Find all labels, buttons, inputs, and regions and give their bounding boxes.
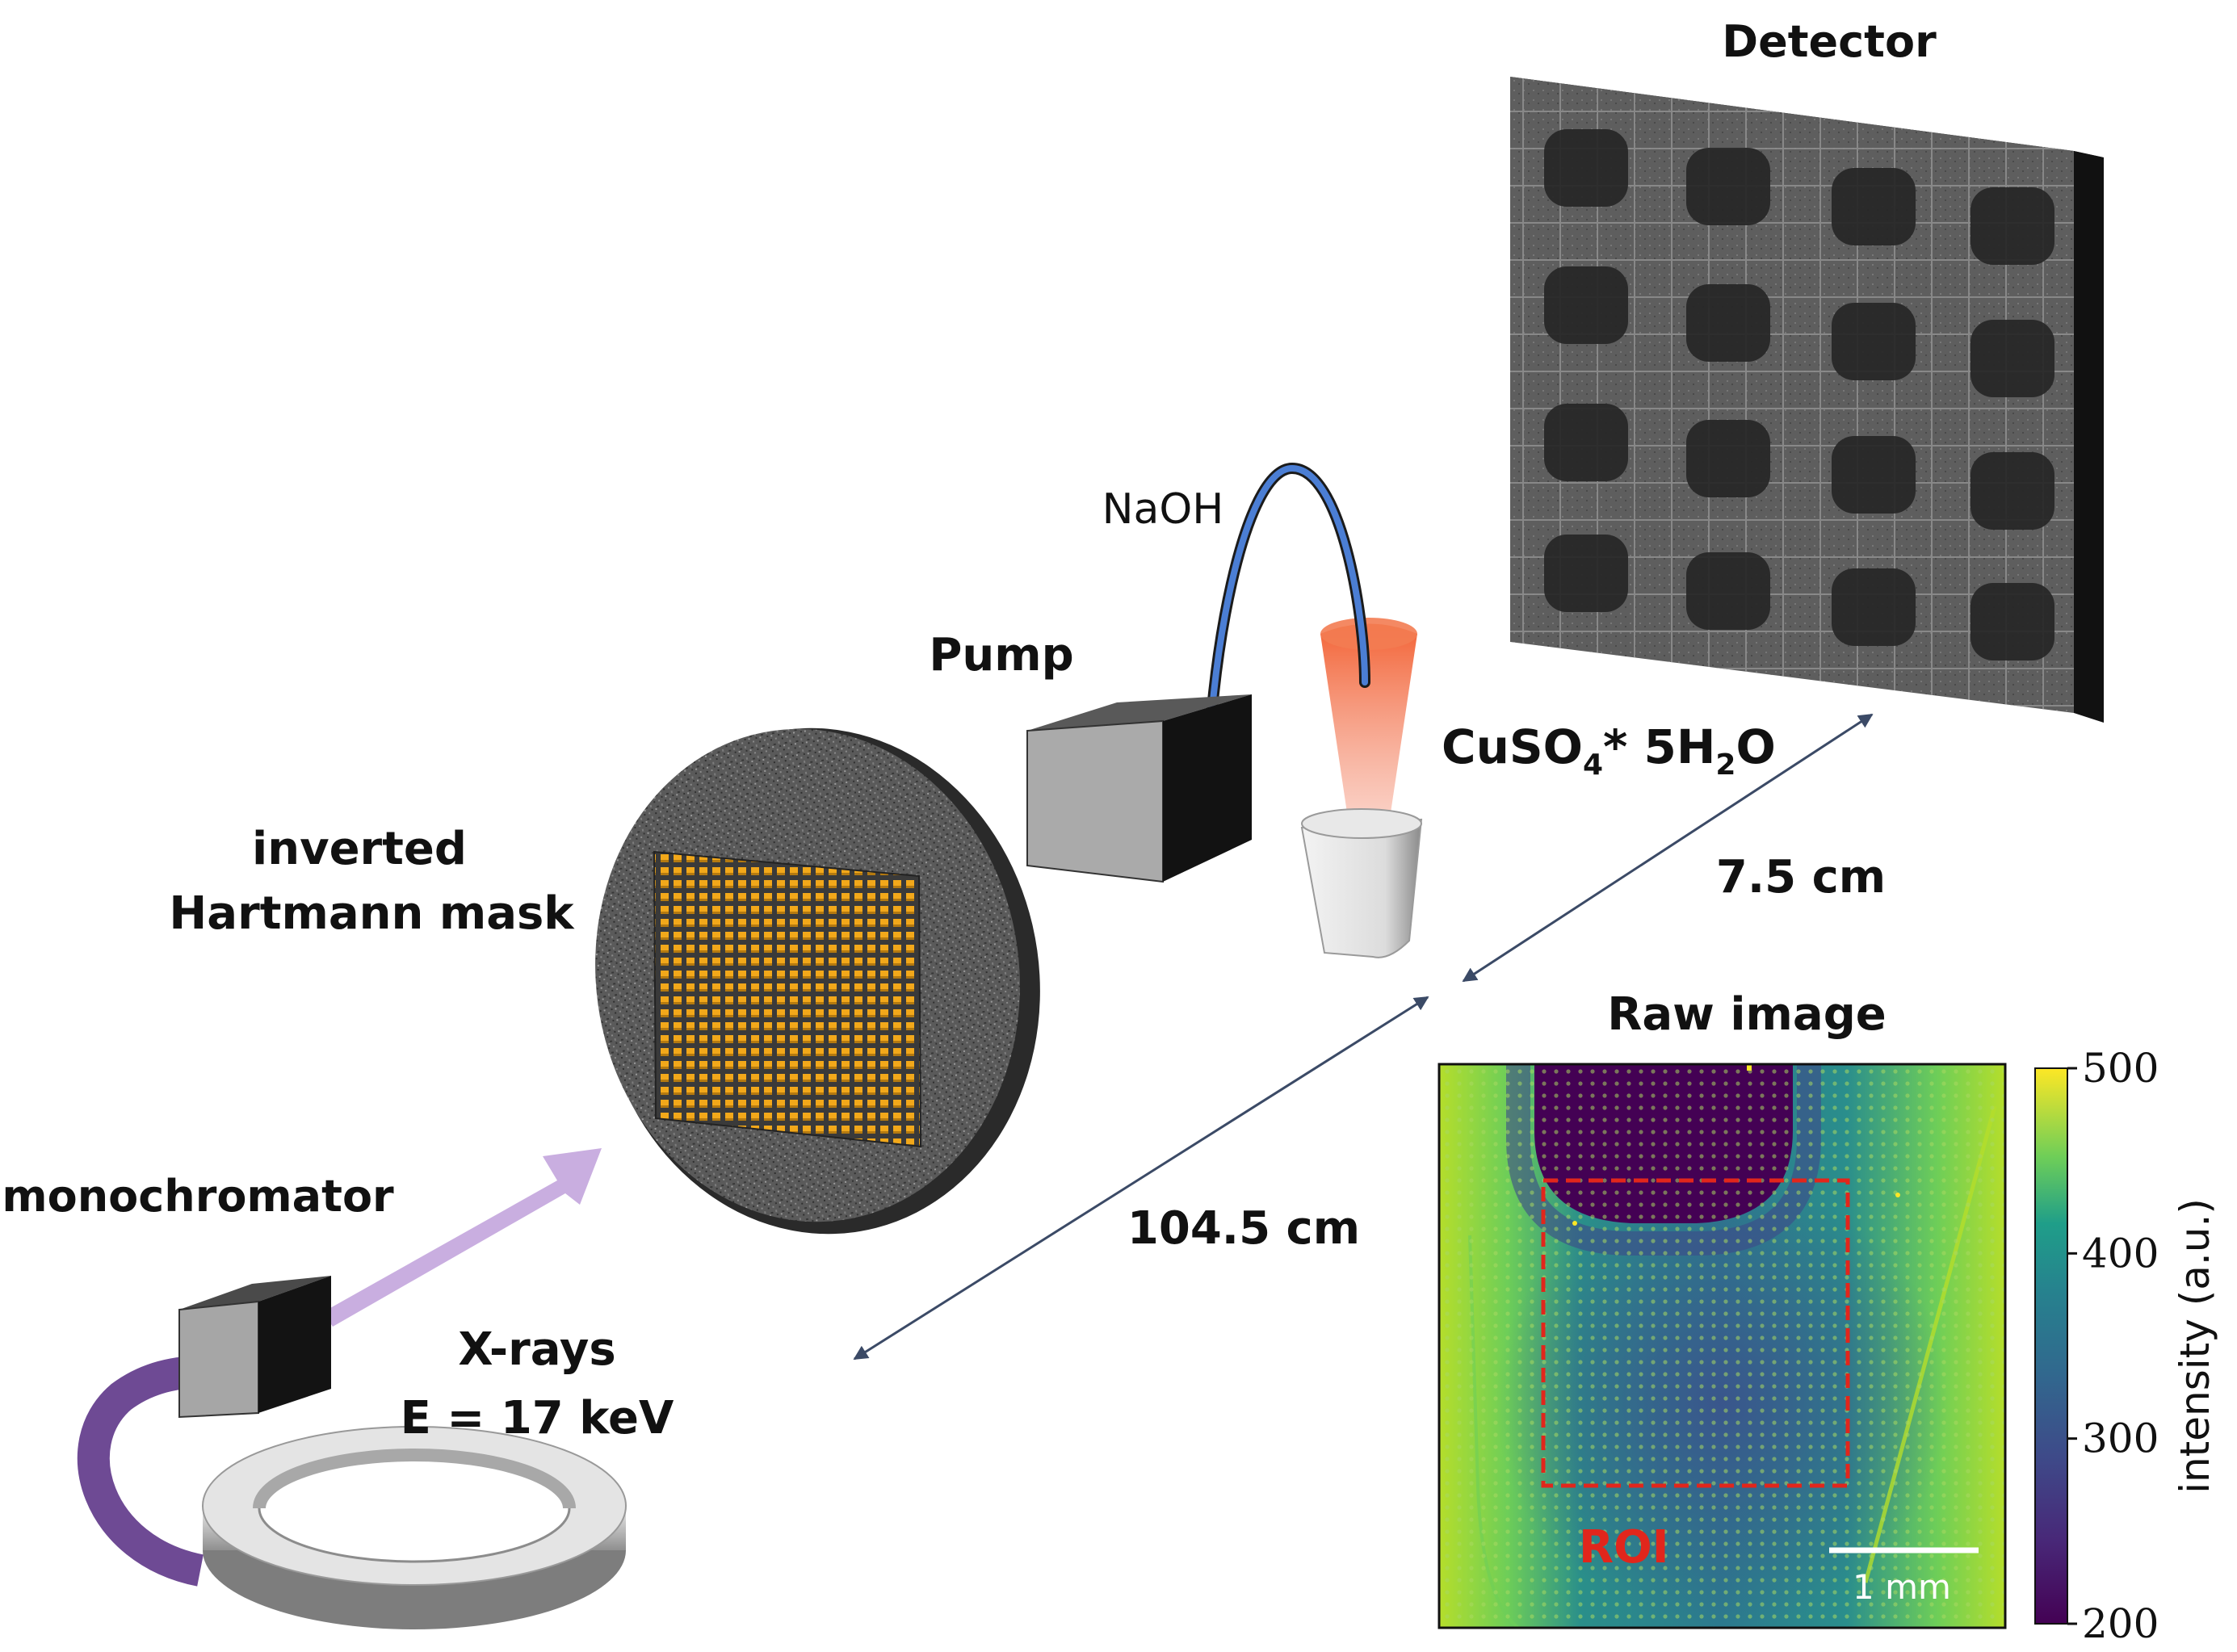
detector-label: Detector [1722, 16, 1937, 67]
xrays-label-line1: X-rays [458, 1323, 615, 1376]
colorbar-tick-label: 200 [2082, 1600, 2159, 1647]
colorbar-tick-label: 400 [2082, 1230, 2159, 1277]
scale-bar-label: 1 mm [1853, 1567, 1951, 1607]
distance-long-label: 104.5 cm [1127, 1202, 1360, 1255]
colorbar: 500 400 300 200 [2034, 1045, 2159, 1647]
mask-label-line1: inverted [252, 823, 467, 875]
distance-short-line [1462, 713, 1874, 983]
monochromator-cube-icon [178, 1276, 331, 1419]
monochromator-label: monochromator [2, 1171, 394, 1222]
colorbar-tick-label: 500 [2082, 1045, 2159, 1092]
distance-long-line [853, 996, 1429, 1361]
nozzle-cone-icon [1300, 618, 1423, 958]
compound-label: CuSO4* 5H2O [1442, 719, 1776, 782]
hartmann-mask-disc-icon [595, 727, 1040, 1235]
pump-cube-icon [1026, 694, 1252, 883]
xrays-label-line2: E = 17 keV [401, 1392, 674, 1444]
colorbar-tick-label: 300 [2082, 1415, 2159, 1462]
beam-arrow-icon [323, 1148, 602, 1327]
pump-label: Pump [929, 629, 1073, 681]
roi-label: ROI [1579, 1521, 1669, 1574]
storage-ring-icon [202, 1426, 627, 1629]
raw-image [1439, 1064, 2005, 1628]
distance-short-label: 7.5 cm [1716, 851, 1886, 904]
naoh-label: NaOH [1102, 485, 1224, 534]
roi-box [1541, 1178, 1850, 1488]
mask-label-line2: Hartmann mask [169, 887, 575, 940]
detector-panel-icon [1510, 77, 2104, 723]
colorbar-title: intensity (a.u.) [2172, 1198, 2218, 1494]
raw-image-title: Raw image [1607, 988, 1887, 1041]
